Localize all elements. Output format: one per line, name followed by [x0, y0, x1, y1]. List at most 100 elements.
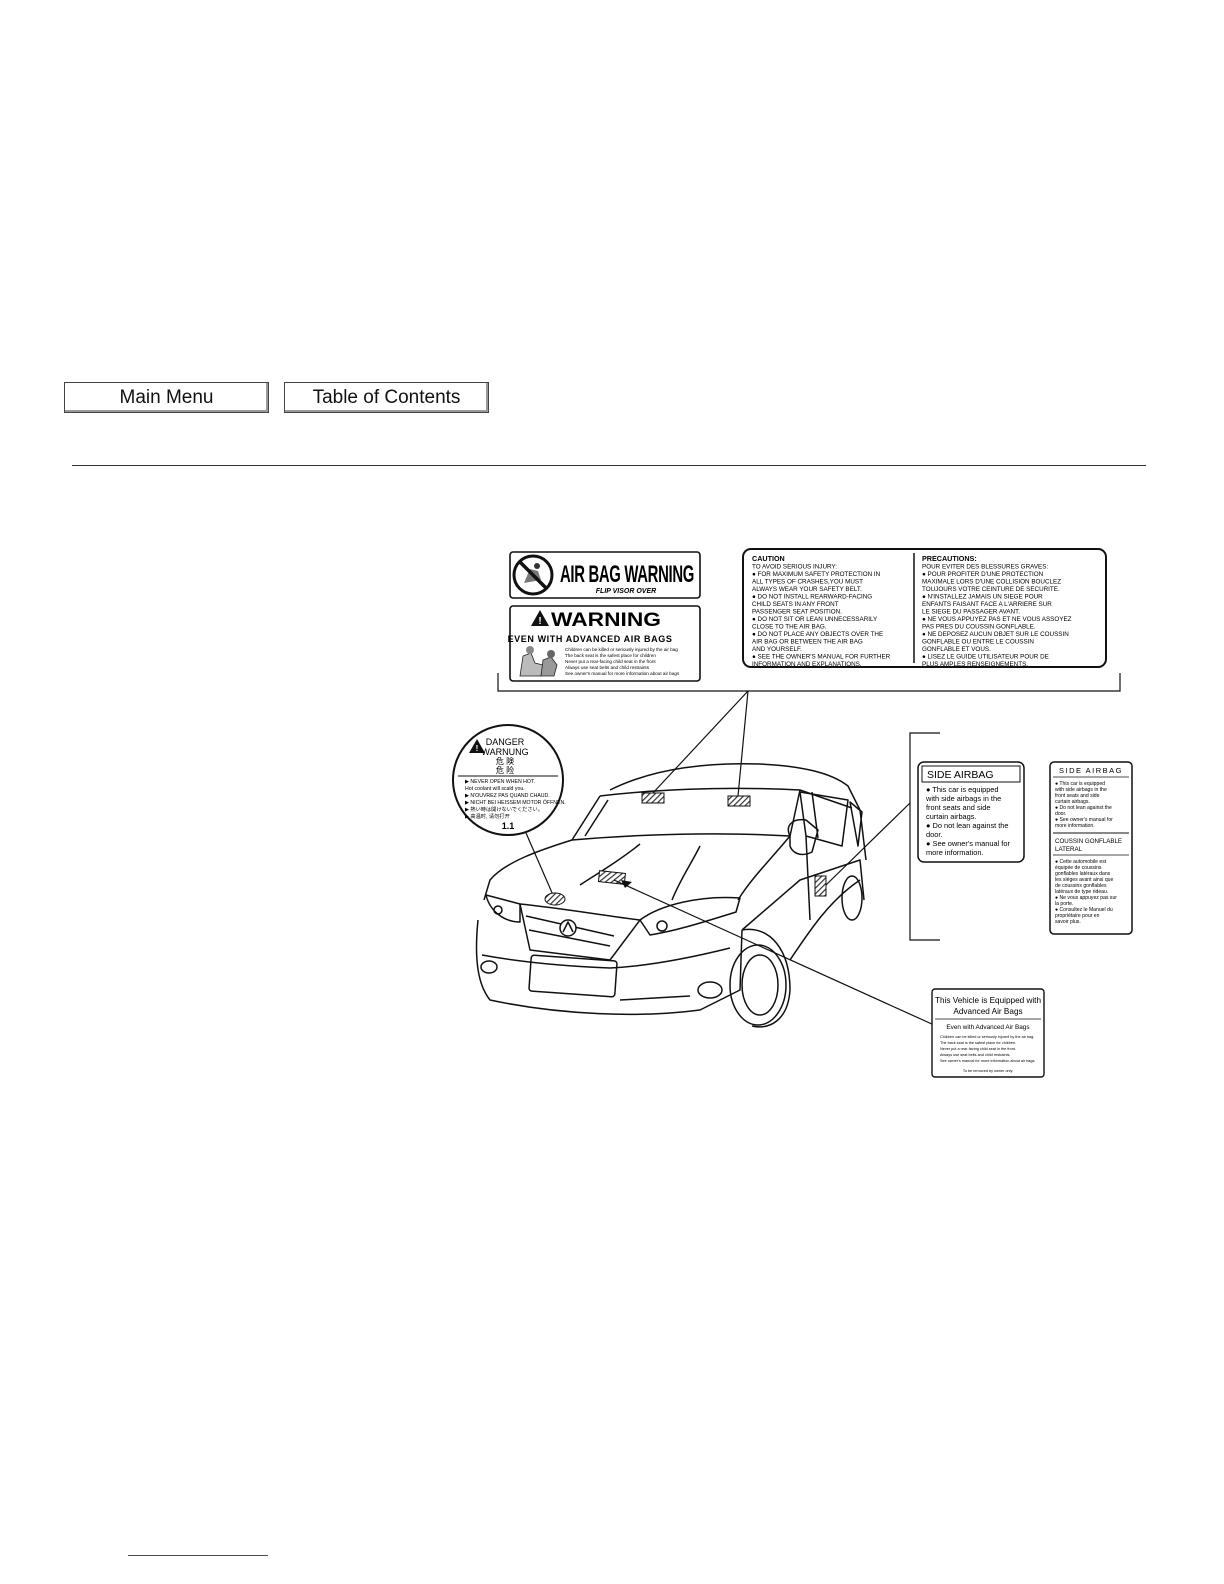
svg-text:curtain airbags.: curtain airbags.: [1055, 799, 1090, 805]
svg-text:!: !: [538, 616, 541, 627]
svg-text:gonflables latéraux dans: gonflables latéraux dans: [1055, 871, 1111, 877]
svg-text:more information.: more information.: [926, 848, 984, 857]
svg-text:Children can be killed or seri: Children can be killed or seriously inju…: [565, 647, 678, 652]
svg-text:To be removed by owner only.: To be removed by owner only.: [963, 1069, 1013, 1073]
advanced-airbags-hood-label: This Vehicle is Equipped with Advanced A…: [931, 988, 1045, 1078]
svg-text:● This car is equipped: ● This car is equipped: [1055, 781, 1105, 787]
svg-text:front seats and side: front seats and side: [926, 803, 991, 812]
svg-text:curtain airbags.: curtain airbags.: [926, 812, 977, 821]
svg-text:WARNUNG: WARNUNG: [481, 747, 528, 757]
svg-text:Hot coolant will scald you.: Hot coolant will scald you.: [465, 786, 525, 792]
svg-text:危 险: 危 险: [496, 765, 514, 775]
svg-text:● See owner's manual for: ● See owner's manual for: [926, 839, 1010, 848]
visor-label-marker-left: [641, 792, 665, 804]
sedan-car-drawing: [475, 762, 867, 1028]
main-menu-button[interactable]: Main Menu: [64, 382, 269, 413]
svg-text:LE SIEGE DU PASSAGER AVANT.: LE SIEGE DU PASSAGER AVANT.: [922, 609, 1020, 616]
svg-text:● NE VOUS APPUYEZ PAS ET NE V: ● NE VOUS APPUYEZ PAS ET NE VOUS ASSOYEZ: [922, 616, 1072, 623]
no-child-seat-icon: [512, 554, 554, 596]
svg-text:危 険: 危 険: [496, 756, 514, 766]
advanced-label-leader-line: [613, 879, 935, 1026]
visor-leader-line-left: [651, 690, 749, 795]
svg-text:● Do not lean against the: ● Do not lean against the: [926, 821, 1009, 830]
precautions-french-text: POUR EVITER DES BLESSURES GRAVES: ● POUR…: [922, 564, 1072, 669]
svg-text:● N'INSTALLEZ JAMAIS UN SIEGE: ● N'INSTALLEZ JAMAIS UN SIEGE POUR: [922, 594, 1043, 601]
svg-text:POUR EVITER DES BLESSURES GRAV: POUR EVITER DES BLESSURES GRAVES:: [922, 564, 1048, 571]
radiator-cap-marker: [544, 892, 566, 906]
caution-heading: CAUTION: [752, 554, 785, 563]
svg-text:MAXIMALE LORS D'UNE COLLISION: MAXIMALE LORS D'UNE COLLISION BOUCLEZ: [922, 579, 1061, 586]
side-airbag-marker: [814, 875, 827, 897]
hood-label-marker: [597, 870, 627, 885]
svg-text:GONFLABLE OU ENTRE LE COUSSIN: GONFLABLE OU ENTRE LE COUSSIN: [922, 639, 1034, 646]
svg-text:● Ne vous appuyez pas sur: ● Ne vous appuyez pas sur: [1055, 895, 1117, 901]
svg-text:● LISEZ LE GUIDE UTILISATEUR: ● LISEZ LE GUIDE UTILISATEUR POUR DE: [922, 654, 1049, 661]
svg-text:● Cette automobile est: ● Cette automobile est: [1055, 859, 1107, 865]
svg-text:la porte.: la porte.: [1055, 901, 1073, 907]
svg-text:● Do not lean against the: ● Do not lean against the: [1055, 805, 1112, 811]
visor-label-subtitle: FLIP VISOR OVER: [596, 588, 656, 595]
svg-text:● Consultez le Manuel du: ● Consultez le Manuel du: [1055, 907, 1113, 913]
svg-text:The back seat is the safest pl: The back seat is the safest place for ch…: [940, 1041, 1016, 1045]
svg-text:COUSSIN GONFLABLE: COUSSIN GONFLABLE: [1055, 838, 1122, 845]
caution-english-text: TO AVOID SERIOUS INJURY: ● FOR MAXIMUM S…: [752, 564, 891, 669]
svg-text:with side airbags in the: with side airbags in the: [1055, 787, 1107, 793]
warning-label-subtitle: EVEN WITH ADVANCED AIR BAGS: [508, 634, 673, 644]
svg-text:● NE DEPOSEZ AUCUN OBJET SUR: ● NE DEPOSEZ AUCUN OBJET SUR LE COUSSIN: [922, 631, 1069, 638]
side-airbag-label-bilingual: SIDE AIRBAG ● This car is equipped with …: [1049, 761, 1133, 935]
svg-text:● FOR MAXIMUM SAFETY PROTECTI: ● FOR MAXIMUM SAFETY PROTECTION IN: [752, 571, 881, 578]
svg-text:with side airbags in the: with side airbags in the: [925, 794, 1001, 803]
visor-label-marker-right: [727, 795, 751, 807]
warning-label-title: WARNING: [551, 610, 661, 631]
svg-text:AIR BAG OR BETWEEN THE AIR BAG: AIR BAG OR BETWEEN THE AIR BAG: [752, 639, 863, 646]
svg-text:Never put a rear-facing child: Never put a rear-facing child seat in th…: [940, 1047, 1016, 1051]
footer-link-underline[interactable]: [128, 1555, 268, 1556]
svg-text:TOUJOURS VOTRE CEINTURE DE SEC: TOUJOURS VOTRE CEINTURE DE SECURITE.: [922, 586, 1060, 593]
svg-text:▶ 熱い時は開けないでください。: ▶ 熱い時は開けないでください。: [465, 805, 543, 813]
svg-text:de coussins gonflables: de coussins gonflables: [1055, 883, 1107, 889]
svg-text:Advanced Air Bags: Advanced Air Bags: [953, 1007, 1022, 1016]
warning-triangle-icon: !: [531, 610, 549, 627]
svg-text:The back seat is the safest pl: The back seat is the safest place for ch…: [565, 653, 656, 658]
svg-text:GONFLABLE ET VOUS.: GONFLABLE ET VOUS.: [922, 646, 991, 653]
svg-text:ALL TYPES OF CRASHES,YOU MUST: ALL TYPES OF CRASHES,YOU MUST: [752, 579, 863, 586]
svg-text:!: !: [476, 744, 479, 753]
danger-leader-line: [525, 832, 554, 896]
svg-text:● DO NOT PLACE ANY OBJECTS OV: ● DO NOT PLACE ANY OBJECTS OVER THE: [752, 631, 883, 638]
side-airbag-bracket: [909, 732, 940, 941]
advanced-airbags-warning-label: ! WARNING EVEN WITH ADVANCED AIR BAGS Ch…: [508, 605, 701, 682]
svg-text:door.: door.: [926, 830, 942, 839]
svg-text:latéraux de type rideau.: latéraux de type rideau.: [1055, 889, 1108, 895]
svg-text:DANGER: DANGER: [486, 737, 525, 747]
svg-text:PAS PRES DU COUSSIN GONFLABLE.: PAS PRES DU COUSSIN GONFLABLE.: [922, 624, 1036, 631]
svg-text:▶ NICHT BEI HEISSEM MOTOR ÖFFN: ▶ NICHT BEI HEISSEM MOTOR ÖFFNEN.: [465, 799, 566, 806]
svg-text:▶ 高温时, 请勿打开: ▶ 高温时, 请勿打开: [465, 812, 510, 820]
svg-text:door.: door.: [1055, 811, 1066, 817]
visor-leader-line-right: [737, 690, 749, 797]
svg-text:les sièges avant ainsi que: les sièges avant ainsi que: [1055, 877, 1113, 883]
svg-text:Children can be killed or seri: Children can be killed or seriously inju…: [940, 1035, 1034, 1039]
radiator-cap-danger-label: ! DANGER WARNUNG 危 険 危 险 ▶ NEVER OPEN WH…: [452, 724, 566, 836]
svg-text:LATERAL: LATERAL: [1055, 846, 1083, 853]
table-of-contents-button[interactable]: Table of Contents: [284, 382, 489, 413]
svg-text:● DO NOT SIT OR LEAN UNNECESS: ● DO NOT SIT OR LEAN UNNECESSARILY: [752, 616, 878, 623]
seated-occupants-icon: [515, 646, 563, 677]
svg-text:TO AVOID SERIOUS INJURY:: TO AVOID SERIOUS INJURY:: [752, 564, 837, 571]
precautions-heading: PRECAUTIONS:: [922, 554, 977, 563]
svg-text:CHILD SEATS IN ANY FRONT: CHILD SEATS IN ANY FRONT: [752, 601, 839, 608]
svg-text:front seats and side: front seats and side: [1055, 793, 1100, 799]
svg-text:Always use seat belts and chil: Always use seat belts and child restrain…: [565, 665, 650, 670]
side-airbag-leader-line: [825, 802, 911, 886]
caution-precautions-label: CAUTION TO AVOID SERIOUS INJURY: ● FOR M…: [742, 548, 1107, 669]
svg-text:more information.: more information.: [1055, 823, 1095, 829]
svg-text:▶ N'OUVREZ PAS QUAND CHAUD.: ▶ N'OUVREZ PAS QUAND CHAUD.: [465, 793, 550, 799]
svg-text:● SEE THE OWNER'S MANUAL FOR: ● SEE THE OWNER'S MANUAL FOR FURTHER: [752, 654, 891, 661]
svg-text:● DO NOT INSTALL REARWARD-FAC: ● DO NOT INSTALL REARWARD-FACING: [752, 594, 872, 601]
warning-label-bullets: Children can be killed or seriously inju…: [565, 647, 680, 676]
svg-text:SIDE AIRBAG: SIDE AIRBAG: [1059, 766, 1123, 775]
svg-text:équipée de coussins: équipée de coussins: [1055, 865, 1102, 871]
svg-text:▶ NEVER OPEN WHEN HOT.: ▶ NEVER OPEN WHEN HOT.: [465, 779, 535, 785]
svg-text:● See owner's manual for: ● See owner's manual for: [1055, 817, 1113, 823]
svg-text:PLUS AMPLES RENSEIGNEMENTS.: PLUS AMPLES RENSEIGNEMENTS.: [922, 661, 1028, 668]
